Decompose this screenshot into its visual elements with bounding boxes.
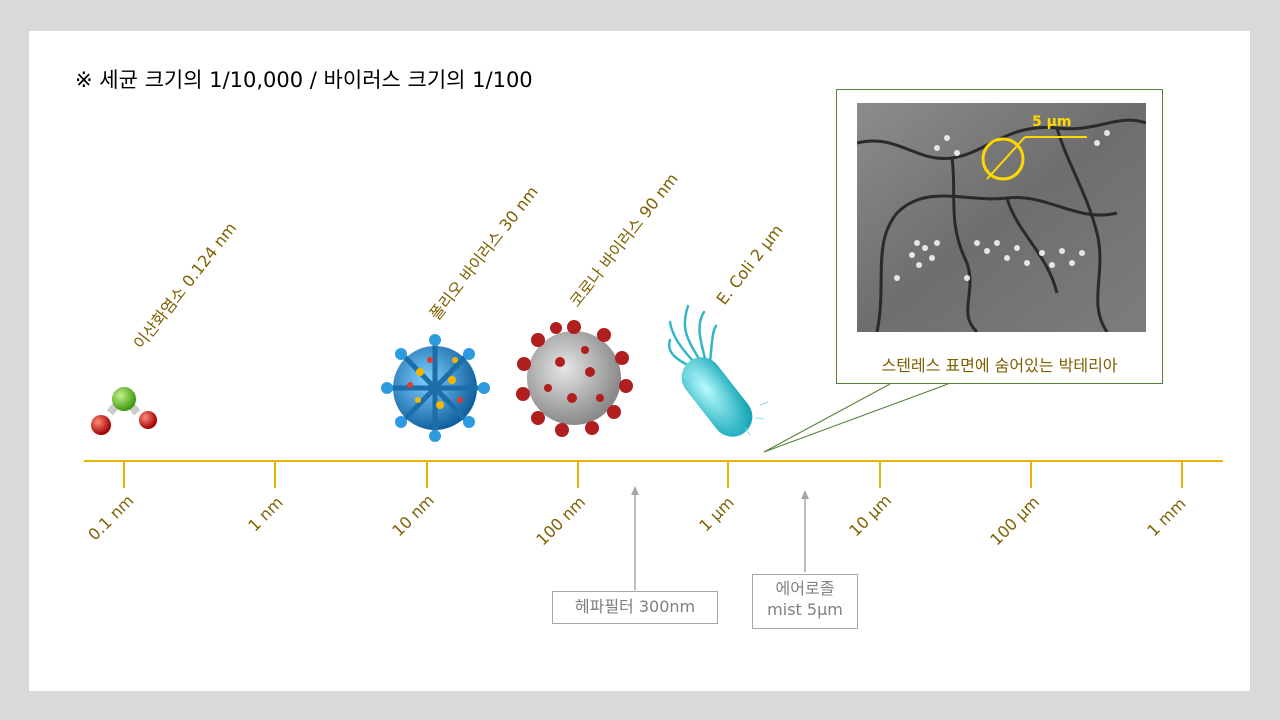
axis-ticks — [123, 461, 1183, 488]
sem-callout-pointer — [763, 383, 949, 453]
aerosol-label: 에어로졸 — [775, 579, 835, 598]
hepa-arrow-head — [631, 486, 639, 495]
aerosol-arrow-head — [801, 490, 809, 499]
page-title: ※ 세균 크기의 1/10,000 / 바이러스 크기의 1/100 — [75, 68, 533, 92]
sem-scale-label: 5 μm — [1032, 114, 1072, 130]
molecule-icon — [91, 387, 157, 435]
corona-virus-image — [516, 320, 633, 437]
polio-virus-image — [381, 334, 490, 442]
sem-caption: 스텐레스 표면에 숨어있는 박테리아 — [881, 356, 1118, 375]
hepa-filter-callout: 헤파필터 300nm — [552, 591, 718, 624]
aerosol-size-label: mist 5μm — [767, 600, 843, 619]
hepa-filter-label: 헤파필터 300nm — [574, 597, 696, 616]
sem-image — [857, 103, 1146, 332]
aerosol-callout: 에어로졸 mist 5μm — [752, 574, 858, 629]
bacterium-icon — [667, 304, 769, 437]
